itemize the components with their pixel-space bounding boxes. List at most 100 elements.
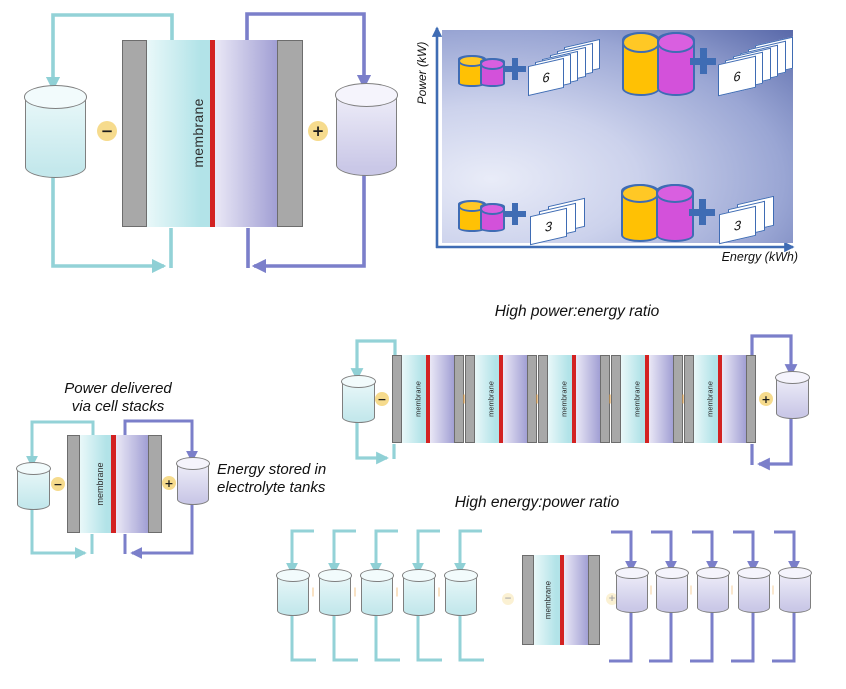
stack-card-front: 6 [528, 57, 564, 97]
stack-cell [392, 355, 464, 443]
positive-electrode [588, 555, 600, 645]
cell-joint-mark [682, 394, 684, 404]
stack-cell [684, 355, 756, 443]
electrode [392, 355, 402, 443]
x-axis-label: Energy (kWh) [721, 250, 798, 264]
membrane-line [210, 40, 215, 227]
flow-battery-cell-single [522, 555, 600, 645]
negative-half-cell [548, 355, 572, 443]
electrode [684, 355, 694, 443]
positive-electrolyte-tank [778, 567, 812, 613]
cell-count: 3 [733, 216, 742, 234]
plus-icon [504, 58, 526, 80]
negative-half-cell [147, 40, 210, 227]
stack-card-front: 3 [530, 207, 567, 246]
high-power-title: High power:energy ratio [494, 303, 660, 320]
cell-joint-mark [463, 394, 465, 404]
plus-icon [690, 48, 716, 74]
tank-joint-mark [650, 585, 652, 595]
negative-electrolyte-tank [341, 375, 376, 423]
membrane-label: membrane [190, 98, 206, 168]
large-magenta-tank [657, 32, 695, 96]
positive-half-cell [215, 40, 277, 227]
membrane-label: membrane [95, 462, 105, 506]
large-orange-tank [622, 32, 660, 96]
cell-stack-3-icon: 3 [526, 192, 598, 246]
caption-line: Energy stored in [217, 461, 327, 478]
membrane-line [426, 355, 430, 443]
tank-joint-mark [731, 585, 733, 595]
positive-half-cell [564, 555, 588, 645]
negative-terminal-badge: − [51, 477, 65, 491]
positive-terminal-badge: + [606, 593, 618, 605]
cell-stack-6-icon: 6 [524, 38, 604, 97]
cell-count: 3 [544, 218, 553, 235]
positive-electrolyte-tank [176, 457, 210, 505]
positive-terminal-badge: + [759, 392, 773, 406]
large-orange-tank [621, 184, 659, 242]
negative-half-cell [80, 435, 111, 533]
positive-half-cell [503, 355, 527, 443]
energy-stored-caption: Energy stored in electrolyte tanks [217, 461, 326, 497]
electrode [611, 355, 621, 443]
tank-joint-mark [354, 587, 356, 597]
multi-cell-stack [392, 355, 756, 443]
cell-stack-6-icon: 6 [714, 36, 798, 97]
positive-terminal-badge: + [162, 476, 176, 490]
membrane-line [499, 355, 503, 443]
negative-terminal-badge: − [375, 392, 389, 406]
membrane-line [718, 355, 722, 443]
membrane-label: membrane [705, 381, 715, 417]
cell-stack-3-icon: 3 [715, 190, 787, 245]
negative-half-cell [534, 555, 560, 645]
negative-electrolyte-tank [402, 569, 436, 616]
plus-icon [689, 199, 715, 225]
positive-electrode [277, 40, 303, 227]
membrane-label: membrane [632, 381, 642, 417]
positive-half-cell [722, 355, 746, 443]
positive-half-cell [649, 355, 673, 443]
membrane-label: membrane [559, 381, 569, 417]
cell-count: 6 [733, 67, 741, 85]
tank-joint-mark [690, 585, 692, 595]
negative-half-cell [621, 355, 645, 443]
stack-cell [611, 355, 683, 443]
stack-cell [465, 355, 537, 443]
stack-cell [538, 355, 610, 443]
high-energy-title: High energy:power ratio [454, 494, 620, 511]
negative-electrolyte-tank [444, 569, 478, 616]
membrane-label: membrane [543, 580, 553, 620]
cell-count: 6 [542, 68, 550, 86]
membrane-label: membrane [486, 381, 496, 417]
caption-line: via cell stacks [71, 398, 165, 415]
negative-electrode [522, 555, 534, 645]
stack-card-front: 6 [718, 55, 756, 97]
positive-half-cell [116, 435, 148, 533]
small-magenta-tank [480, 58, 505, 87]
negative-electrolyte-tank [24, 85, 87, 178]
negative-electrode [67, 435, 80, 533]
negative-electrolyte-tank [360, 569, 394, 616]
positive-electrolyte-tank [696, 567, 730, 613]
cell-joint-mark [609, 394, 611, 404]
negative-electrolyte-tank [318, 569, 352, 616]
electrode [465, 355, 475, 443]
tank-joint-mark [438, 587, 440, 597]
electrode [746, 355, 756, 443]
negative-electrolyte-tank [276, 569, 310, 616]
caption-line: Power delivered [64, 380, 172, 397]
negative-terminal-badge: − [97, 121, 117, 141]
positive-terminal-badge: + [308, 121, 328, 141]
membrane-label: membrane [413, 381, 423, 417]
y-axis-label: Power (kW) [415, 41, 429, 105]
power-delivered-caption: Power delivered via cell stacks [28, 380, 208, 416]
electrode [538, 355, 548, 443]
negative-half-cell [694, 355, 718, 443]
flow-battery-cell-small [67, 435, 162, 533]
positive-half-cell [430, 355, 454, 443]
large-magenta-tank [656, 184, 694, 242]
negative-half-cell [475, 355, 499, 443]
positive-electrode [148, 435, 162, 533]
small-magenta-tank [480, 203, 505, 232]
